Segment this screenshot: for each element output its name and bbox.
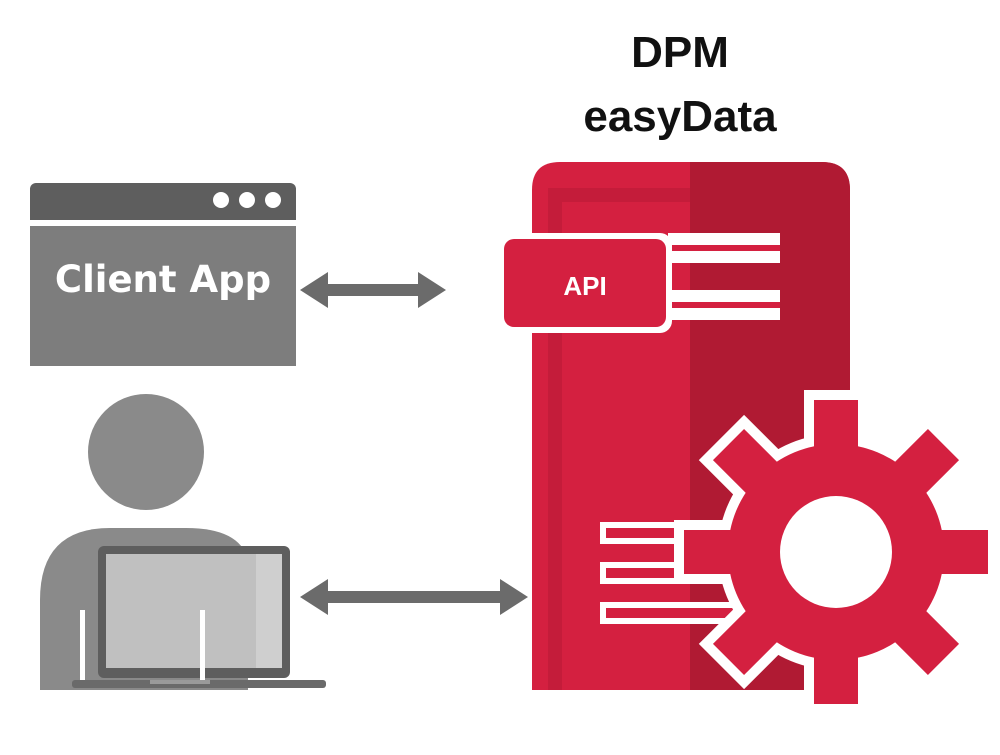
gear-hole [780,496,892,608]
client-api-arrow [300,272,446,308]
diagram-title-line1: DPM [631,28,729,77]
api-bars-inner [668,245,780,308]
user-icon [40,394,326,690]
diagram-title-line2: easyData [583,92,777,141]
laptop-icon [72,546,326,688]
api-label: API [563,271,607,301]
user-server-arrow [300,579,528,615]
user-head [88,394,204,510]
client-app-window [30,183,296,366]
window-dot-1 [213,192,229,208]
gear-icon [674,390,998,714]
window-dot-2 [239,192,255,208]
client-app-label: Client App [54,258,272,301]
api-box [498,233,672,333]
window-dot-3 [265,192,281,208]
